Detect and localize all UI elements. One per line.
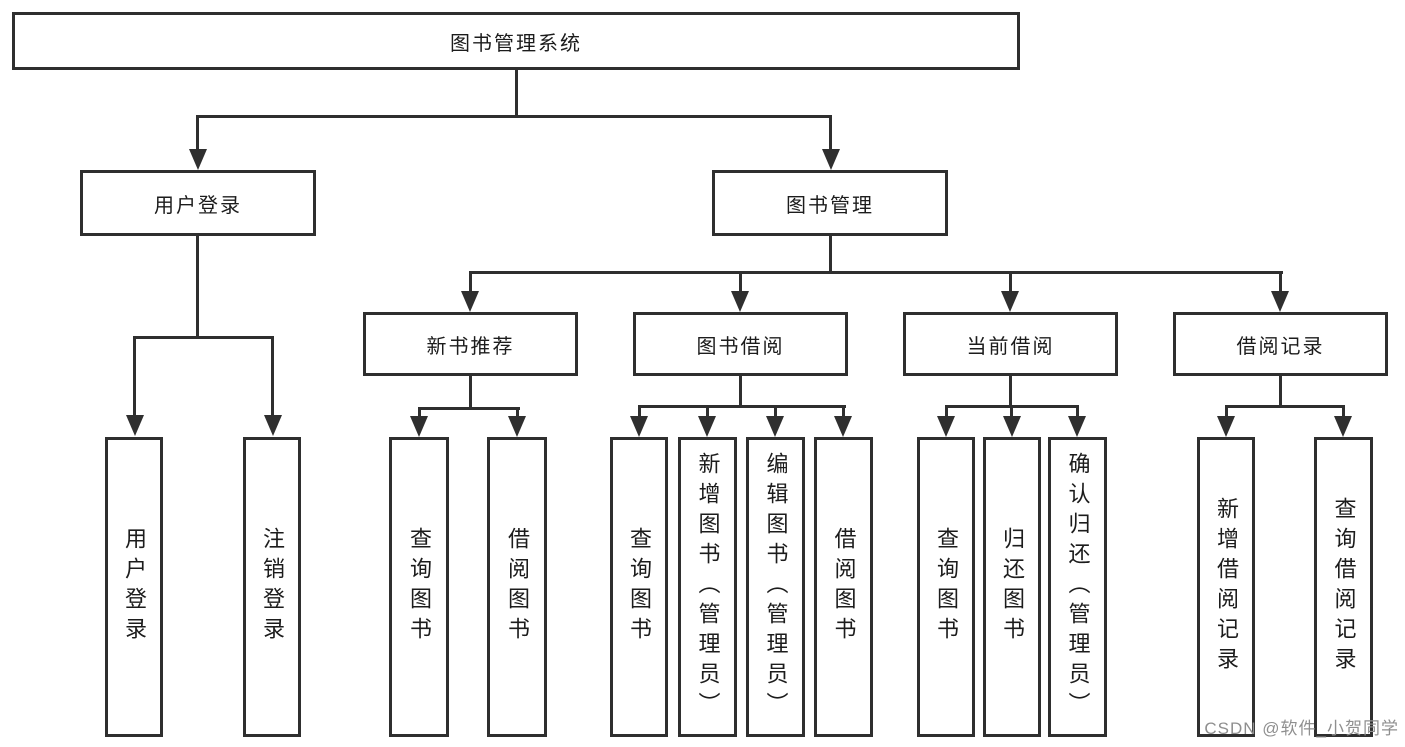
connector-user-login-bracket <box>133 336 274 339</box>
arrow-down-icon <box>698 416 716 437</box>
arrow-down-icon <box>264 415 282 436</box>
connector-current-borrow-stem <box>1009 376 1012 407</box>
leaf-borrowing-add-book-admin: 新增图书（管理员） <box>678 437 737 737</box>
arrow-down-icon <box>508 416 526 437</box>
arrow-down-icon <box>1003 416 1021 437</box>
leaf-recommend-query-book: 查询图书 <box>389 437 449 737</box>
arrow-down-icon <box>822 149 840 170</box>
connector-book-mgmt-stem <box>829 236 832 273</box>
connector-leaf-drop <box>842 405 845 417</box>
connector-current-borrow-drop <box>1009 271 1012 293</box>
arrow-down-icon <box>126 415 144 436</box>
connector-leaf-drop <box>516 407 519 417</box>
connector-level2-bracket <box>469 271 1283 274</box>
node-root: 图书管理系统 <box>12 12 1020 70</box>
connector-user-login-stem <box>196 236 199 338</box>
leaf-borrowing-edit-book-admin: 编辑图书（管理员） <box>746 437 805 737</box>
leaf-borrowing-borrow-book: 借阅图书 <box>814 437 873 737</box>
leaf-user-login: 用户登录 <box>105 437 163 737</box>
node-current-borrowing: 当前借阅 <box>903 312 1118 376</box>
connector-leaf-drop <box>774 405 777 417</box>
leaf-records-query-record: 查询借阅记录 <box>1314 437 1373 737</box>
connector-root-stem <box>515 70 518 117</box>
connector-user-login-drop <box>196 115 199 151</box>
arrow-down-icon <box>834 416 852 437</box>
arrow-down-icon <box>1271 291 1289 312</box>
node-borrowing-records: 借阅记录 <box>1173 312 1388 376</box>
node-new-book-recommendation: 新书推荐 <box>363 312 578 376</box>
connector-book-borrow-bracket <box>638 405 846 408</box>
connector-leaf-drop <box>1225 405 1228 417</box>
connector-leaf-drop <box>1010 405 1013 417</box>
arrow-down-icon <box>1217 416 1235 437</box>
connector-logout-leaf-drop <box>271 336 274 416</box>
watermark: CSDN @软件_小贺同学 <box>1204 719 1399 738</box>
leaf-recommend-borrow-book: 借阅图书 <box>487 437 547 737</box>
connector-leaf-drop <box>1342 405 1345 417</box>
arrow-down-icon <box>1001 291 1019 312</box>
arrow-down-icon <box>937 416 955 437</box>
connector-leaf-drop <box>945 405 948 417</box>
arrow-down-icon <box>189 149 207 170</box>
connector-borrow-records-stem <box>1279 376 1282 407</box>
connector-new-rec-drop <box>469 271 472 293</box>
connector-leaf-drop <box>1076 405 1079 417</box>
connector-leaf-drop <box>706 405 709 417</box>
connector-leaf-drop <box>638 405 641 417</box>
leaf-records-add-record: 新增借阅记录 <box>1197 437 1255 737</box>
leaf-current-confirm-return-admin: 确认归还（管理员） <box>1048 437 1107 737</box>
arrow-down-icon <box>1068 416 1086 437</box>
arrow-down-icon <box>461 291 479 312</box>
leaf-borrowing-query-book: 查询图书 <box>610 437 668 737</box>
arrow-down-icon <box>1334 416 1352 437</box>
connector-borrow-records-drop <box>1279 271 1282 293</box>
arrow-down-icon <box>630 416 648 437</box>
connector-book-mgmt-drop <box>829 115 832 151</box>
connector-book-borrow-drop <box>739 271 742 293</box>
leaf-current-return-book: 归还图书 <box>983 437 1041 737</box>
node-user-login: 用户登录 <box>80 170 316 236</box>
connector-level1-bracket <box>196 115 832 118</box>
connector-new-rec-stem <box>469 376 472 409</box>
arrow-down-icon <box>766 416 784 437</box>
arrow-down-icon <box>731 291 749 312</box>
node-book-borrowing: 图书借阅 <box>633 312 848 376</box>
connector-new-rec-bracket <box>418 407 520 410</box>
leaf-current-query-book: 查询图书 <box>917 437 975 737</box>
connector-book-borrow-stem <box>739 376 742 407</box>
connector-user-login-leaf-drop <box>133 336 136 416</box>
node-book-management: 图书管理 <box>712 170 948 236</box>
arrow-down-icon <box>410 416 428 437</box>
connector-leaf-drop <box>418 407 421 417</box>
connector-borrow-records-bracket <box>1225 405 1345 408</box>
leaf-logout: 注销登录 <box>243 437 301 737</box>
